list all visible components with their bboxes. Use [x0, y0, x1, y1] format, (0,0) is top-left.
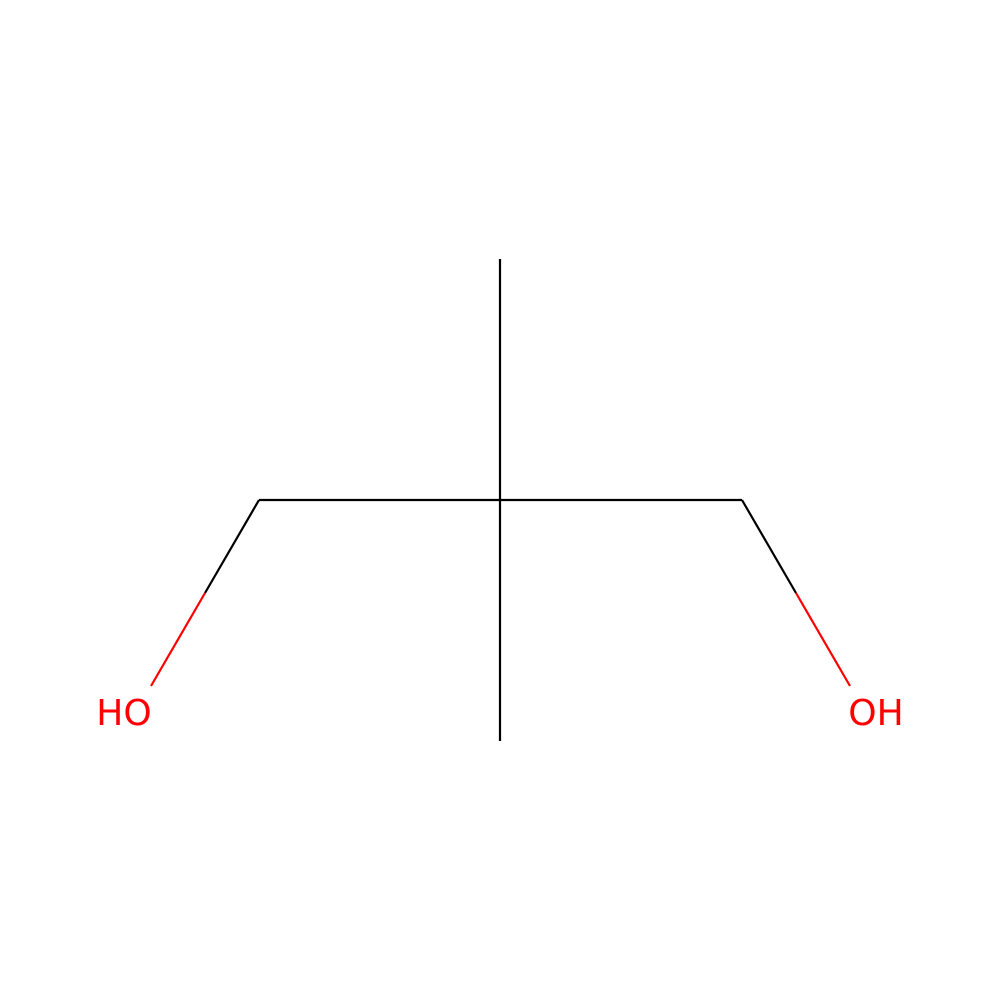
hydroxyl-left-label: HO — [96, 693, 151, 734]
hydroxyl-right-label: OH — [848, 693, 903, 734]
bond-right-co-carbon-half — [741, 499, 797, 594]
bond-left-co-carbon-half — [204, 499, 260, 594]
bond-right-co-oxygen-half — [795, 592, 851, 687]
bond-left-co-oxygen-half — [150, 592, 206, 687]
